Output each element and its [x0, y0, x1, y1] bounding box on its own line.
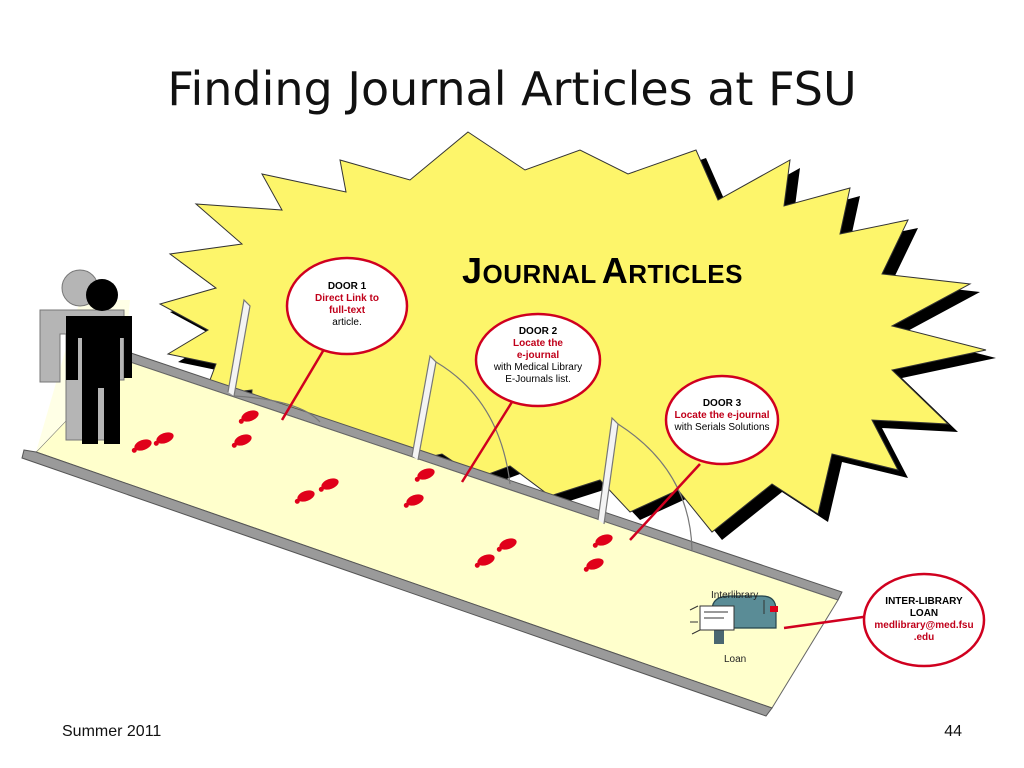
door-2-bubble: [474, 312, 602, 408]
door-2-text: DOOR 2 Locate the e-journal with Medical…: [493, 326, 583, 385]
slide-title: Finding Journal Articles at FSU: [167, 62, 857, 116]
door-2: [411, 354, 511, 485]
mailbox-label-top: Interlibrary: [711, 590, 759, 601]
door-3-text: DOOR 3 Locate the e-journal with Serials…: [674, 398, 770, 433]
page-number: 44: [944, 723, 962, 740]
door-3-bubble: [664, 374, 780, 466]
mailbox-label-bottom: Loan: [724, 654, 747, 665]
door-3: [597, 416, 693, 551]
person-figure: [66, 279, 132, 444]
ill-text: INTER-LIBRARY LOAN medlibrary@med.fsu .e…: [874, 596, 974, 643]
mailbox-icon: [689, 595, 778, 644]
hallway-bottom-wall: [21, 449, 773, 717]
door-1-text: DOOR 1 Direct Link to full-text article.: [315, 281, 379, 328]
journal-articles-banner: JOURNAL ARTICLES: [462, 250, 743, 291]
ill-bubble: [862, 572, 986, 668]
door-1: [227, 298, 321, 423]
door-1-bubble: [285, 256, 409, 356]
footer-date: Summer 2011: [62, 723, 162, 740]
callout-lines: [280, 345, 871, 630]
footprints: [131, 410, 613, 572]
